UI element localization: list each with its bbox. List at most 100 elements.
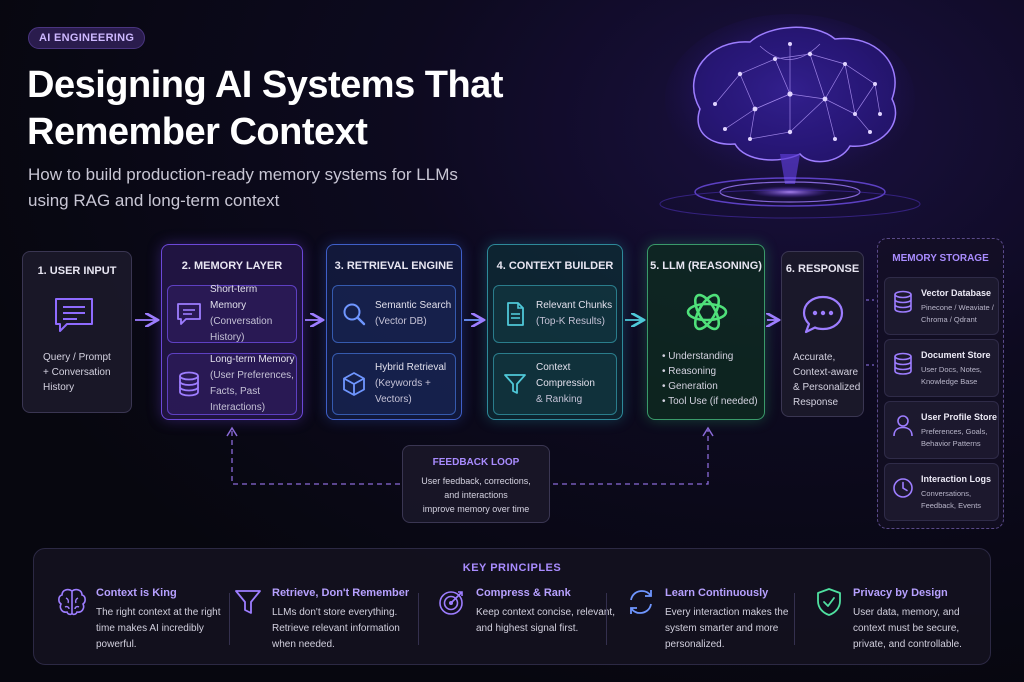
- principle-context-is-king: Context is King The right context at the…: [56, 587, 236, 655]
- item-detail: (User Preferences, Facts, Past Interacti…: [210, 370, 294, 413]
- storage-item-label: Vector Database: [921, 288, 992, 298]
- feedback-loop-left: [231, 430, 400, 485]
- card-title: 2. MEMORY LAYER: [181, 260, 283, 272]
- retrieval-engine-card: 3. RETRIEVAL ENGINE Semantic Search (Vect…: [326, 244, 462, 420]
- principle-detail: Keep context concise, relevant, and high…: [476, 607, 615, 634]
- memory-layer-card: 2. MEMORY LAYER Short-term Memory (Conver…: [161, 244, 303, 420]
- card-title: 6. RESPONSE: [785, 263, 860, 275]
- feedback-loop-box: FEEDBACK LOOP User feedback, corrections…: [402, 445, 550, 523]
- divider: [606, 593, 607, 645]
- divider: [229, 593, 230, 645]
- response-body-line: Context-aware: [793, 367, 859, 378]
- divider: [418, 593, 419, 645]
- feedback-arrowhead-left: [226, 426, 238, 437]
- response-body-line: & Personalized: [793, 382, 861, 393]
- card-title: 3. RETRIEVAL ENGINE: [334, 260, 454, 272]
- principle-detail: User data, memory, and context must be s…: [853, 607, 962, 650]
- storage-item-label: User Profile Store: [921, 412, 998, 422]
- page-title: Designing AI Systems That Remember Conte…: [27, 64, 503, 153]
- openai-logo-icon: [686, 293, 728, 331]
- principles-title: KEY PRINCIPLES: [462, 562, 562, 574]
- card-title: 4. CONTEXT BUILDER: [496, 260, 614, 272]
- user-input-card: 1. USER INPUT Query / Prompt + Conversat…: [22, 251, 132, 413]
- brain-icon: [58, 588, 86, 616]
- speech-bubble-icon: [802, 295, 844, 334]
- brain-illustration: [659, 14, 921, 219]
- item-label: Relevant Chunks: [536, 300, 613, 311]
- user-icon: [893, 415, 913, 437]
- feedback-loop-right: [553, 430, 709, 485]
- feedback-line: User feedback, corrections,: [421, 476, 531, 486]
- category-badge: AI ENGINEERING: [28, 27, 146, 49]
- storage-item-detail: Conversations, Feedback, Events: [921, 489, 982, 510]
- semantic-search-item: Semantic Search (Vector DB): [332, 285, 456, 343]
- long-term-memory-item: Long-term Memory (User Preferences, Facts…: [167, 353, 297, 415]
- feedback-title: FEEDBACK LOOP: [432, 457, 520, 468]
- principle-label: Privacy by Design: [853, 587, 948, 599]
- llm-reasoning-card: 5. LLM (REASONING) • Understanding • Rea…: [647, 244, 765, 420]
- llm-bullet: • Understanding: [662, 351, 734, 362]
- principle-privacy-by-design: Privacy by Design User data, memory, and…: [813, 587, 993, 655]
- feedback-line: and interactions: [444, 490, 508, 500]
- llm-bullet: • Tool Use (if needed): [662, 396, 758, 407]
- storage-item-detail: User Docs, Notes, Knowledge Base: [921, 365, 982, 386]
- item-detail: (Top-K Results): [536, 316, 605, 327]
- clock-icon: [893, 478, 913, 498]
- context-compression-item: Context Compression & Ranking: [493, 353, 617, 415]
- feedback-arrowhead-right: [702, 426, 714, 437]
- item-detail: (Conversation History): [210, 316, 273, 343]
- chat-bubble-icon: [177, 303, 201, 325]
- principle-label: Retrieve, Don't Remember: [272, 587, 410, 599]
- user-profile-store-item: User Profile Store Preferences, Goals, B…: [884, 401, 999, 459]
- vector-database-item: Vector Database Pinecone / Weaviate / Ch…: [884, 277, 999, 335]
- funnel-icon: [504, 374, 526, 394]
- llm-bullet: • Reasoning: [662, 366, 717, 377]
- short-term-memory-item: Short-term Memory (Conversation History): [167, 284, 297, 343]
- card-title: 5. LLM (REASONING): [650, 260, 762, 272]
- funnel-icon: [235, 590, 261, 614]
- item-label: Short-term Memory: [210, 284, 258, 311]
- hybrid-retrieval-item: Hybrid Retrieval (Keywords + Vectors): [332, 353, 456, 415]
- item-detail: & Ranking: [536, 394, 583, 405]
- item-label: Hybrid Retrieval: [375, 362, 447, 373]
- interaction-logs-item: Interaction Logs Conversations, Feedback…: [884, 463, 999, 521]
- principle-detail: The right context at the right time make…: [96, 607, 221, 650]
- storage-item-label: Document Store: [921, 350, 991, 360]
- storage-item-detail: Preferences, Goals, Behavior Patterns: [921, 427, 988, 448]
- shield-check-icon: [817, 588, 841, 616]
- input-body-line: History: [43, 382, 75, 393]
- database-icon: [894, 352, 912, 375]
- item-label: Long-term Memory: [210, 354, 295, 365]
- storage-title: MEMORY STORAGE: [892, 253, 989, 264]
- llm-bullet-text: Tool Use (if needed): [668, 396, 758, 407]
- item-label: Semantic Search: [375, 300, 452, 311]
- card-title: 1. USER INPUT: [37, 265, 117, 277]
- storage-item-label: Interaction Logs: [921, 474, 992, 484]
- search-icon: [343, 303, 366, 326]
- principle-label: Compress & Rank: [476, 587, 571, 599]
- database-icon: [894, 290, 912, 313]
- refresh-icon: [630, 590, 652, 614]
- principle-detail: Every interaction makes the system smart…: [665, 607, 789, 650]
- key-principles-panel: KEY PRINCIPLES Context is King The right…: [33, 548, 991, 665]
- response-body-line: Accurate,: [793, 352, 836, 363]
- llm-bullet-text: Reasoning: [668, 366, 717, 377]
- item-label: Context Compression: [536, 362, 595, 389]
- response-card: 6. RESPONSE Accurate, Context-aware & Pe…: [781, 251, 864, 417]
- divider: [794, 593, 795, 645]
- item-detail: (Keywords + Vectors): [375, 378, 431, 405]
- storage-item-detail: Pinecone / Weaviate / Chroma / Qdrant: [921, 303, 994, 324]
- memory-storage-panel: MEMORY STORAGE Vector Database Pinecone …: [877, 238, 1004, 529]
- input-body-line: Query / Prompt: [43, 352, 111, 363]
- document-store-item: Document Store User Docs, Notes, Knowled…: [884, 339, 999, 397]
- llm-bullet: • Generation: [662, 381, 718, 392]
- input-body-line: + Conversation: [43, 367, 111, 378]
- item-detail: (Vector DB): [375, 316, 427, 327]
- database-icon: [179, 371, 199, 397]
- principle-retrieve-dont-remember: Retrieve, Don't Remember LLMs don't stor…: [232, 587, 412, 655]
- principle-learn-continuously: Learn Continuously Every interaction mak…: [625, 587, 805, 655]
- cube-icon: [343, 372, 365, 396]
- document-icon: [507, 302, 524, 326]
- llm-bullet-text: Understanding: [668, 351, 734, 362]
